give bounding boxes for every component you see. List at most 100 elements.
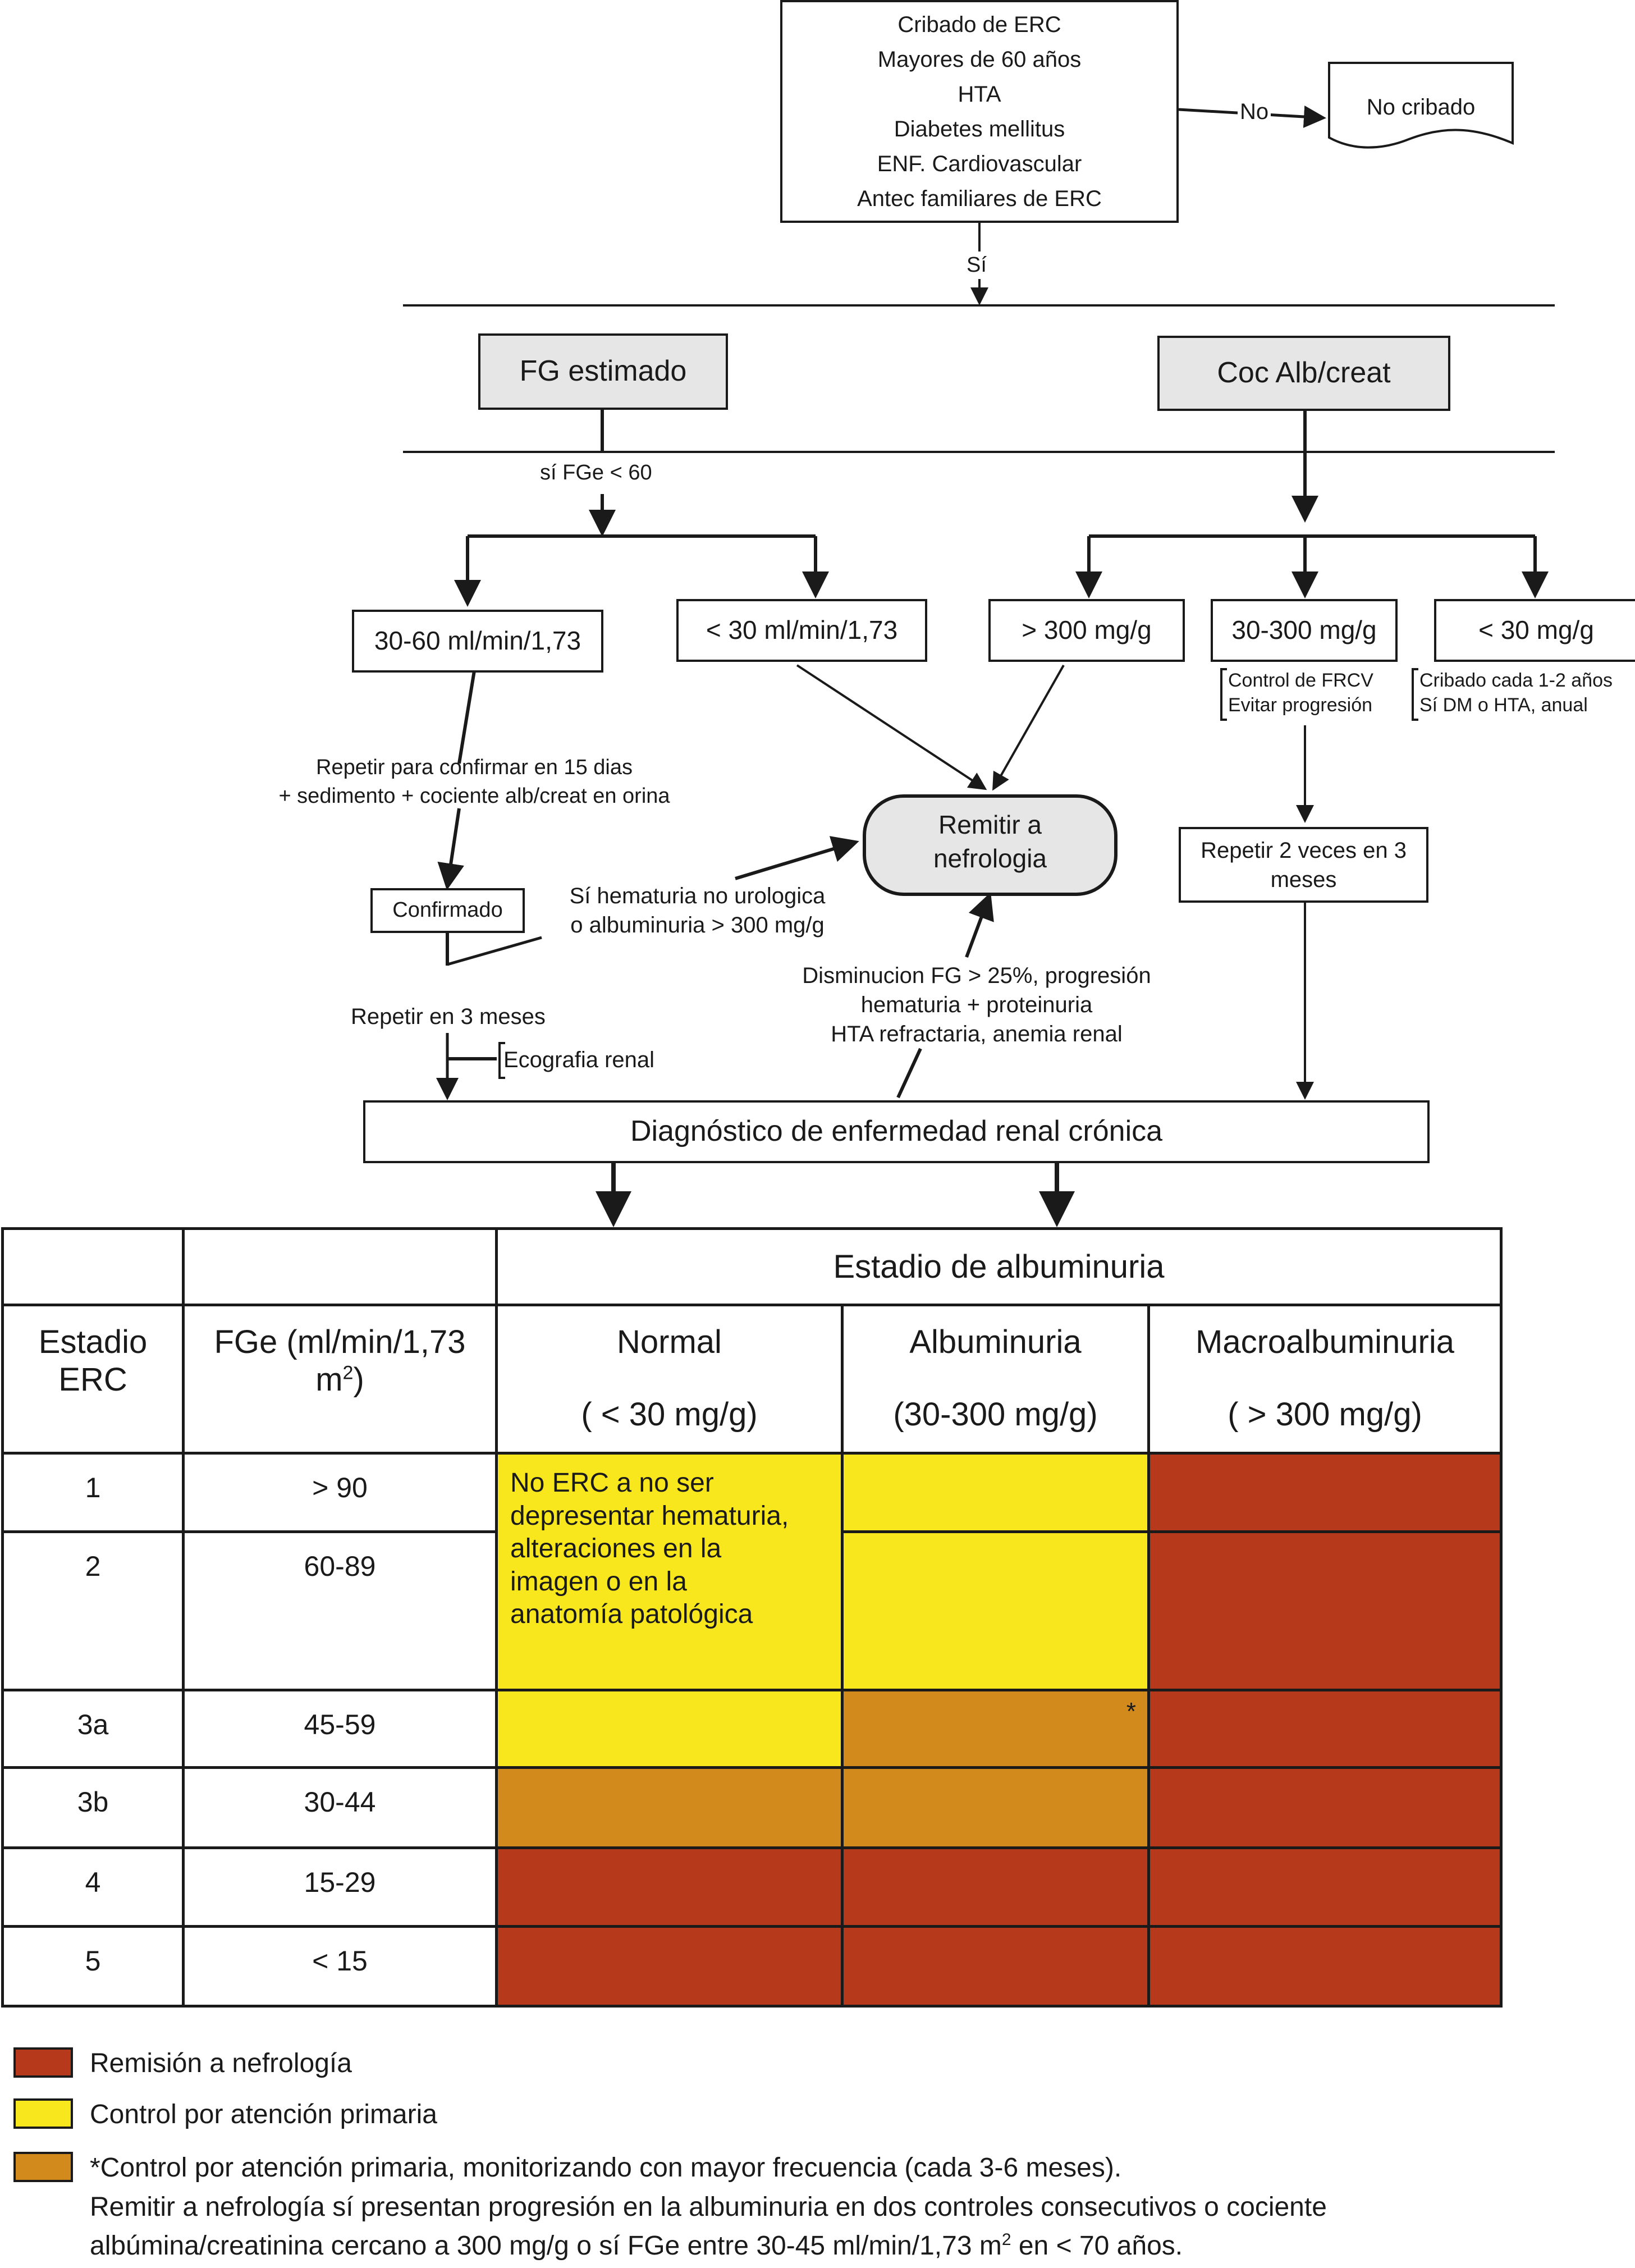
no-label: No (1238, 97, 1271, 126)
cell-red (841, 1925, 1150, 2008)
confirmed-box: Confirmado (370, 888, 525, 933)
note-line: Sí hematuria no urologica (569, 884, 826, 908)
header-empty-cell (1, 1227, 185, 1306)
header-range: (30-300 mg/g) (893, 1396, 1098, 1433)
fge-cell: > 90 (182, 1452, 498, 1533)
header-line: FGe (ml/min/1,73 (214, 1324, 466, 1360)
header-line: Macroalbuminuria (1196, 1324, 1454, 1360)
refer-node-shape (863, 794, 1118, 896)
note-line: imagen o en la (510, 1566, 687, 1597)
table-row: 5 < 15 (1, 1925, 1503, 2008)
alb-lt-30-box: < 30 mg/g (1434, 599, 1635, 662)
asterisk-mark: * (1126, 1698, 1136, 1725)
header-range: ( < 30 mg/g) (581, 1396, 758, 1433)
note-line: alteraciones en la (510, 1534, 722, 1564)
legend-text: albúmina/creatinina cercano a 300 mg/g o… (90, 2231, 1002, 2261)
note-30-300: Control de FRCV Evitar progresión (1228, 668, 1373, 717)
table-row: 2 60-89 (1, 1530, 1503, 1691)
header-line: ERC (58, 1361, 127, 1398)
alb-30-300-box: 30-300 mg/g (1211, 599, 1398, 662)
note-line: Cribado cada 1-2 años (1419, 670, 1613, 691)
note-line: Repetir para confirmar en 15 dias (316, 756, 633, 779)
note-line: + sedimento + cociente alb/creat en orin… (278, 784, 670, 808)
header-unit: m2) (185, 1361, 495, 1398)
screening-line: Antec familiares de ERC (857, 186, 1102, 211)
no-screening-shape (1328, 62, 1514, 149)
cell-red (1147, 1766, 1503, 1849)
fg-30-60-box: 30-60 ml/min/1,73 (352, 610, 603, 673)
cell-orange (495, 1766, 844, 1849)
fg-lt-30-box: < 30 ml/min/1,73 (676, 599, 927, 662)
fge-condition-label: sí FGe < 60 (540, 461, 652, 484)
note-line: anatomía patológica (510, 1599, 753, 1630)
stage-cell: 3a (1, 1689, 185, 1769)
cell-red (1147, 1530, 1503, 1691)
normal-note: No ERC a no ser depresentar hematuria, a… (510, 1467, 841, 1631)
ultrasound-label: Ecografia renal (503, 1048, 655, 1072)
albuminuria-stage-header: Estadio de albuminuria (495, 1227, 1503, 1306)
header-empty-cell (182, 1227, 498, 1306)
decline-note: Disminucion FG > 25%, progresión hematur… (763, 961, 1190, 1049)
legend-swatch-orange (13, 2152, 73, 2182)
stage-cell: 4 (1, 1846, 185, 1928)
diagnosis-box: Diagnóstico de enfermedad renal crónica (363, 1100, 1430, 1163)
legend-text: en < 70 años. (1011, 2231, 1183, 2261)
note-line: o albuminuria > 300 mg/g (570, 913, 825, 938)
legend-orange-text: *Control por atención primaria, monitori… (90, 2148, 1327, 2266)
alb-creat-box: Coc Alb/creat (1157, 336, 1450, 411)
unit-sup: 2 (342, 1362, 354, 1384)
note-line: depresentar hematuria, (510, 1501, 789, 1531)
legend-line: *Control por atención primaria, monitori… (90, 2153, 1122, 2183)
fge-column-header: FGe (ml/min/1,73 m2) (182, 1304, 498, 1455)
normal-note-cell: No ERC a no ser depresentar hematuria, a… (495, 1452, 844, 1690)
ckd-stage-table: Estadio de albuminuria Estadio ERC FGe (… (1, 1227, 1503, 2008)
cell-red (495, 1846, 844, 1928)
screening-box: Cribado de ERC Mayores de 60 años HTA Di… (780, 0, 1179, 223)
cell-yellow (495, 1689, 844, 1769)
cell-orange (841, 1766, 1150, 1849)
repeat-twice-box: Repetir 2 veces en 3 meses (1179, 827, 1428, 903)
legend-swatch-yellow (13, 2098, 73, 2129)
note-lt-30: Cribado cada 1-2 años Sí DM o HTA, anual (1419, 668, 1613, 717)
cell-red (1147, 1925, 1503, 2008)
table-row: 3b 30-44 (1, 1766, 1503, 1849)
legend-line: Remitir a nefrología sí presentan progre… (90, 2192, 1327, 2222)
legend-yellow-label: Control por atención primaria (90, 2100, 437, 2129)
table-row: 1 > 90 No ERC a no ser depresentar hemat… (1, 1452, 1503, 1690)
note-line: HTA refractaria, anemia renal (831, 1022, 1123, 1046)
cell-yellow (841, 1452, 1150, 1533)
screening-line: ENF. Cardiovascular (877, 151, 1082, 176)
fge-cell: < 15 (182, 1925, 498, 2008)
stage-cell: 5 (1, 1925, 185, 2008)
repeat-line: meses (1270, 867, 1337, 892)
albuminuria-column-header: Albuminuria (30-300 mg/g) (841, 1304, 1150, 1455)
repeat-3-months-label: Repetir en 3 meses (351, 1004, 546, 1029)
cell-red (495, 1925, 844, 2008)
header-line: Normal (617, 1324, 722, 1360)
arrow-lt30-refer (796, 664, 987, 790)
hematuria-note: Sí hematuria no urologica o albuminuria … (547, 881, 848, 940)
normal-column-header: Normal ( < 30 mg/g) (495, 1304, 844, 1455)
note-line: Evitar progresión (1228, 694, 1373, 716)
screening-line: Diabetes mellitus (894, 116, 1065, 141)
fg-estimated-box: FG estimado (478, 333, 728, 410)
note-line: Disminucion FG > 25%, progresión (802, 963, 1151, 988)
cell-red (1147, 1452, 1503, 1533)
cell-orange-asterisk: * (841, 1689, 1150, 1769)
table-row: 3a 45-59 * (1, 1689, 1503, 1769)
arrow-decline-refer (965, 892, 994, 958)
legend-sup: 2 (1001, 2230, 1011, 2249)
stage-cell: 3b (1, 1766, 185, 1849)
header-line: Estadio (38, 1324, 148, 1360)
header-line: Albuminuria (909, 1324, 1082, 1360)
arrow-hematuria-refer (735, 836, 859, 880)
cell-red (841, 1846, 1150, 1928)
screening-line: Mayores de 60 años (877, 47, 1082, 72)
header-range: ( > 300 mg/g) (1228, 1396, 1422, 1433)
macroalbuminuria-column-header: Macroalbuminuria ( > 300 mg/g) (1147, 1304, 1503, 1455)
screening-line: HTA (958, 81, 1001, 107)
unit-text: m (315, 1361, 343, 1398)
fge-cell: 45-59 (182, 1689, 498, 1769)
note-line: Control de FRCV (1228, 670, 1373, 691)
